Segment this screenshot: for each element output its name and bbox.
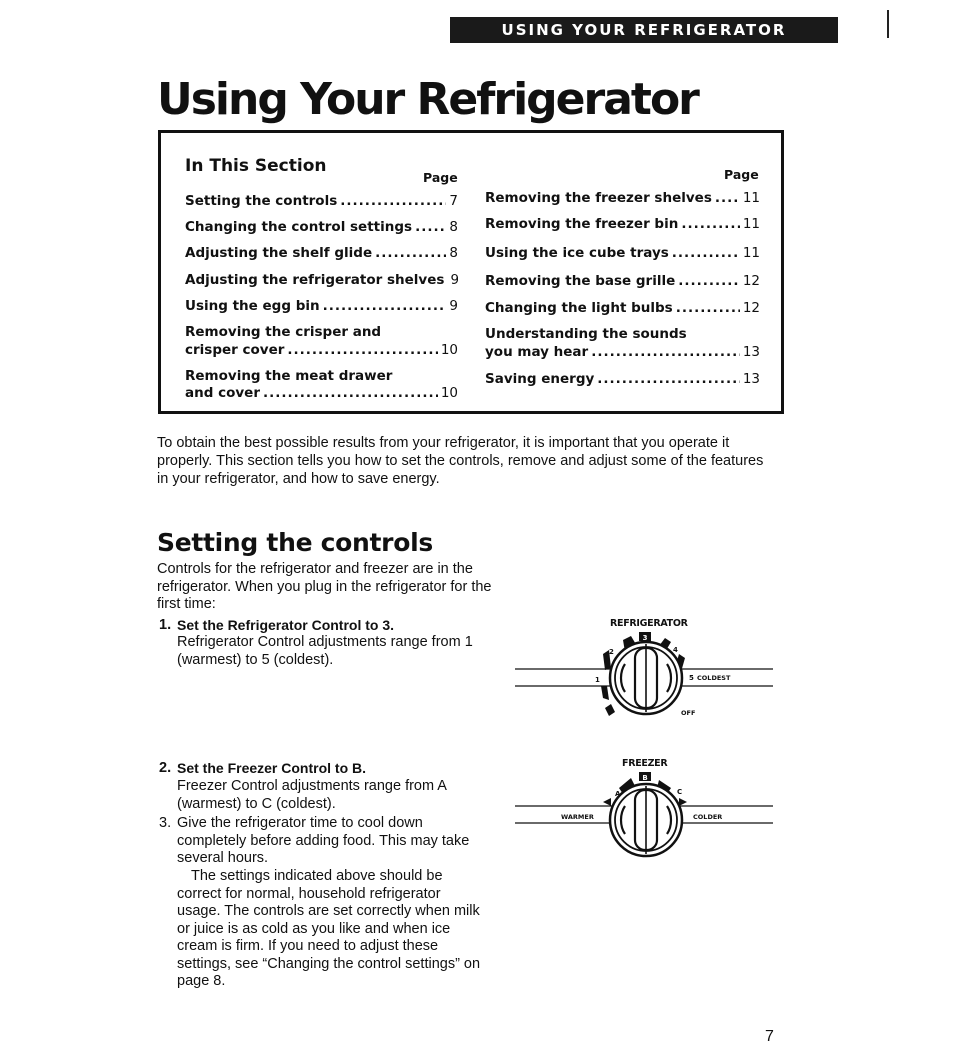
toc-item[interactable]: Using the egg bin 9 [185,297,458,315]
freezer-dial-caption: FREEZER [622,758,668,769]
toc-item-page: 10 [440,342,458,358]
fridge-dial-mark-5: 5 [689,674,694,682]
margin-bar [887,10,889,38]
fridge-dial-coldest: COLDEST [697,674,731,682]
toc-leader [676,299,740,317]
fridge-dial-mark-2: 2 [609,648,614,656]
toc-leader [597,370,740,388]
toc-item-page: 9 [449,298,458,314]
toc-item[interactable]: Setting the controls 7 [185,192,458,210]
lead-paragraph: Controls for the refrigerator and freeze… [157,561,492,612]
toc-item-page: 13 [742,344,760,360]
toc-item-page: 8 [449,219,458,235]
toc-page-label-left: Page [423,170,458,185]
toc-item[interactable]: Changing the light bulbs 12 [485,299,760,317]
toc-item-page: 13 [742,371,760,387]
step-1-text: Refrigerator Control adjustments range f… [177,634,473,668]
toc-item-line1: Removing the crisper and [185,324,382,340]
toc-item[interactable]: Removing the freezer bin 11 [485,215,760,233]
toc-item-page: 12 [742,273,760,289]
page-number: 7 [765,1028,774,1045]
freezer-dial-colder: COLDER [693,813,722,821]
toc-leader [323,297,447,315]
toc-item-page: 11 [742,245,760,261]
toc-item-line1: Understanding the sounds [485,326,687,342]
toc-item[interactable]: Removing the freezer shelves 11 [485,189,760,207]
toc-item-label: Removing the freezer bin [485,216,679,232]
toc-item-page: 7 [449,193,458,209]
toc-item[interactable]: Using the ice cube trays 11 [485,244,760,262]
fridge-dial-mark-4: 4 [673,646,678,654]
fridge-dial-caption: REFRIGERATOR [610,618,688,629]
toc-item-page: 10 [440,385,458,401]
toc-item[interactable]: Changing the control settings 8 [185,218,458,236]
freezer-dial-mark-b: B [642,774,647,782]
toc-item-label: Changing the control settings [185,219,413,235]
step-1-title: Set the Refrigerator Control to 3. [177,617,395,633]
toc-heading: In This Section [185,156,327,176]
toc-leader [375,244,446,262]
toc-item-label: Removing the base grille [485,273,676,289]
toc-item-label: Adjusting the refrigerator shelves [185,272,445,288]
toc-item[interactable]: and cover 10 [185,384,458,402]
toc-item-page: 12 [742,300,760,316]
intro-paragraph: To obtain the best possible results from… [157,435,764,487]
toc-item-label: Changing the light bulbs [485,300,673,316]
toc-item[interactable]: Saving energy 13 [485,370,760,388]
toc-page-label-right: Page [724,167,759,182]
toc-item-label: Adjusting the shelf glide [185,245,373,261]
fridge-dial-off: OFF [681,709,695,717]
toc-leader [415,218,446,236]
toc-item-label: you may hear [485,344,589,360]
toc-leader [681,215,739,233]
toc-leader [672,244,740,262]
toc-item-page: 8 [449,245,458,261]
step-2-title: Set the Freezer Control to B. [177,760,367,776]
toc-item-label: Setting the controls [185,193,338,209]
freezer-dial-mark-a: A [615,790,621,798]
toc-item-label: Removing the freezer shelves [485,190,712,206]
toc-item-page: 11 [742,190,760,206]
toc-item-page: 11 [742,216,760,232]
toc-item[interactable]: Removing the base grille 12 [485,272,760,290]
toc-item[interactable]: you may hear 13 [485,343,760,361]
step-3-text: Give the refrigerator time to cool down … [177,815,470,866]
toc-leader [715,189,740,207]
fridge-dial-mark-1: 1 [595,676,600,684]
toc-leader [287,341,437,359]
toc-leader [678,272,740,290]
step-2-text: Freezer Control adjustments range from A… [177,778,447,812]
toc-item-label: Using the ice cube trays [485,245,669,261]
toc-leader [591,343,740,361]
toc-item-label: Saving energy [485,371,595,387]
toc-item[interactable]: crisper cover 10 [185,341,458,359]
toc-item-label: Using the egg bin [185,298,320,314]
freezer-control-dial[interactable]: B A C WARMER COLDER [515,768,775,868]
refrigerator-control-dial[interactable]: 3 2 4 1 5 COLDEST OFF [515,628,775,728]
toc-item-label: and cover [185,385,260,401]
toc-item[interactable]: Adjusting the shelf glide 8 [185,244,458,262]
toc-leader [263,384,438,402]
fridge-dial-mark-3: 3 [643,634,648,642]
toc-box [158,130,784,414]
step-2-number: 2. [159,760,172,776]
toc-item[interactable]: Adjusting the refrigerator shelves 9 [185,271,458,289]
step-1-number: 1. [159,617,172,633]
freezer-dial-mark-c: C [677,788,682,796]
page-title: Using Your Refrigerator [157,74,700,125]
toc-item-line1: Removing the meat drawer [185,368,393,384]
toc-leader [340,192,446,210]
toc-item-label: crisper cover [185,342,285,358]
section-banner: USING YOUR REFRIGERATOR [450,17,838,43]
step-3-number: 3. [159,815,172,831]
section-heading: Setting the controls [157,528,433,557]
toc-item-page: 9 [450,272,458,288]
freezer-dial-warmer: WARMER [561,813,594,821]
step-3-note: The settings indicated above should be c… [177,868,481,989]
